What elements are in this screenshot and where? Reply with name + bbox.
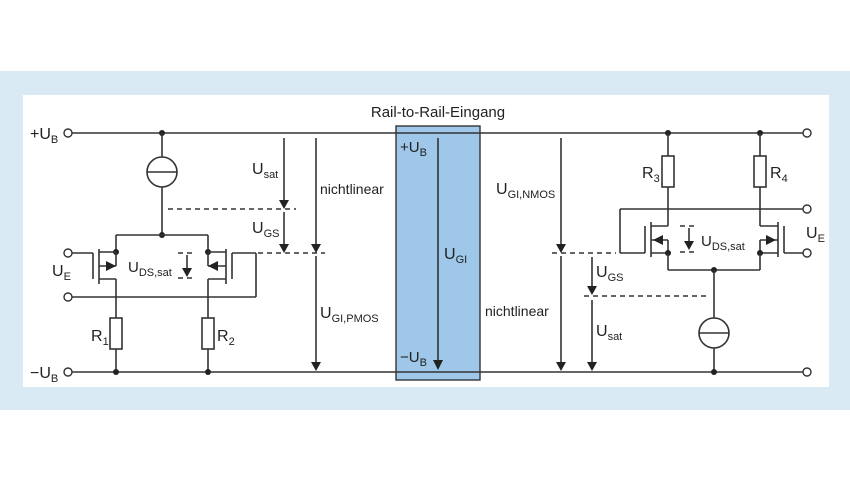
left-uds-label: UDS,sat bbox=[128, 259, 172, 279]
center-bottom-label: −UB bbox=[400, 349, 427, 369]
r3-label: R3 bbox=[642, 165, 660, 185]
left-usat-label: Usat bbox=[252, 161, 278, 181]
left-ugi-label: UGI,PMOS bbox=[320, 305, 379, 325]
right-ugs-label: UGS bbox=[596, 264, 623, 284]
bottom-rail-label: −UB bbox=[30, 365, 58, 385]
top-right-terminal bbox=[802, 128, 812, 138]
resistor-r1 bbox=[109, 317, 123, 350]
right-nonlinear-label: nichtlinear bbox=[485, 303, 549, 319]
right-uds-label: UDS,sat bbox=[701, 233, 745, 253]
r4-label: R4 bbox=[770, 165, 788, 185]
pmos-transistor-right bbox=[207, 249, 257, 297]
bottom-left-terminal bbox=[63, 367, 73, 377]
resistor-r4 bbox=[753, 155, 767, 188]
r2-label: R2 bbox=[217, 328, 235, 348]
center-top-label: +UB bbox=[400, 139, 427, 159]
current-source-icon bbox=[698, 317, 730, 349]
diagram-title: Rail-to-Rail-Eingang bbox=[371, 104, 505, 121]
left-ugs-label: UGS bbox=[252, 220, 279, 240]
top-rail-label: +UB bbox=[30, 126, 58, 146]
bottom-right-terminal bbox=[802, 367, 812, 377]
center-ugi-label: UGI bbox=[444, 246, 467, 266]
resistor-r2 bbox=[201, 317, 215, 350]
left-nonlinear-label: nichtlinear bbox=[320, 181, 384, 197]
top-left-terminal bbox=[63, 128, 73, 138]
r1-label: R1 bbox=[91, 328, 109, 348]
right-input-label: UE bbox=[806, 225, 825, 245]
right-ugi-label: UGI,NMOS bbox=[496, 181, 555, 201]
current-source-icon bbox=[146, 156, 178, 188]
left-input-label: UE bbox=[52, 263, 71, 283]
pmos-transistor-left bbox=[72, 249, 117, 284]
right-usat-label: Usat bbox=[596, 323, 622, 343]
nmos-transistor-left bbox=[644, 222, 669, 257]
nmos-transistor-right bbox=[759, 222, 803, 257]
resistor-r3 bbox=[661, 155, 675, 188]
